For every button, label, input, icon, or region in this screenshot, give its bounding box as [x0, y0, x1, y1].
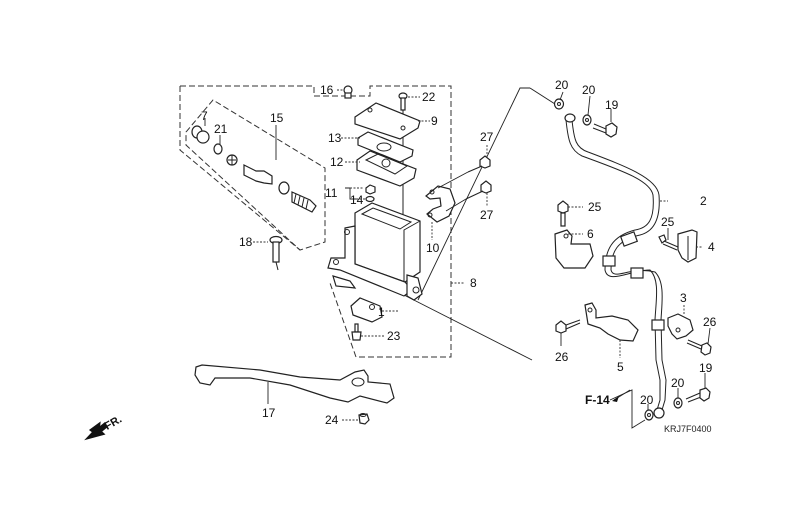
part-27-bolt-lower — [445, 180, 492, 212]
piston-kit-box — [185, 99, 326, 251]
diagram-code: KRJ7F0400 — [664, 424, 712, 434]
callout-20-d[interactable]: 20 — [640, 393, 654, 407]
part-11-nut — [365, 184, 376, 195]
callout-19-upper[interactable]: 19 — [605, 98, 619, 112]
part-14-washer — [365, 195, 375, 203]
callout-26-right[interactable]: 26 — [703, 315, 717, 329]
part-25-bolt-right — [658, 234, 679, 251]
part-24-pivot-nut — [358, 413, 370, 425]
part-16-screw — [343, 85, 353, 99]
part-5-bracket — [584, 302, 639, 342]
callout-6[interactable]: 6 — [587, 227, 594, 241]
piston — [243, 164, 273, 185]
callout-10[interactable]: 10 — [426, 241, 440, 255]
part-26-bolt-right — [686, 339, 712, 356]
callout-4[interactable]: 4 — [708, 240, 715, 254]
callout-15[interactable]: 15 — [270, 111, 284, 125]
callout-20-c[interactable]: 20 — [671, 376, 685, 390]
leader-lines — [204, 89, 711, 421]
part-7-boot — [191, 125, 210, 144]
part-21-seal — [213, 143, 223, 155]
callout-26-left[interactable]: 26 — [555, 350, 569, 364]
part-4-hose-guide — [677, 229, 698, 263]
callout-1[interactable]: 1 — [378, 305, 385, 319]
part-19-bolt-lower — [685, 387, 711, 403]
part-3-hose-clip — [667, 313, 694, 340]
part-20-washer-1 — [553, 98, 565, 110]
secondary-cup — [278, 181, 290, 195]
callout-labels: 1 2 3 4 5 6 7 8 9 10 11 12 13 14 15 16 1… — [201, 78, 717, 427]
part-12-diaphragm — [356, 150, 417, 187]
callout-9[interactable]: 9 — [431, 114, 438, 128]
callout-19-lower[interactable]: 19 — [699, 361, 713, 375]
master-cylinder-assembly-box — [179, 85, 452, 358]
part-20-washer-4 — [644, 409, 654, 421]
part-18-pivot-bolt — [269, 235, 283, 271]
part-23-screw — [351, 323, 362, 341]
callout-25-right[interactable]: 25 — [661, 215, 675, 229]
callout-25-left[interactable]: 25 — [588, 200, 602, 214]
part-8-master-cylinder-body — [327, 202, 423, 301]
part-17-brake-lever — [194, 364, 395, 404]
front-direction-indicator: FR. — [84, 413, 124, 441]
part-1-brake-switch — [350, 297, 383, 323]
reference-label[interactable]: F-14 — [585, 393, 610, 407]
callout-24[interactable]: 24 — [325, 413, 339, 427]
callout-11[interactable]: 11 — [325, 186, 338, 200]
callout-20-a[interactable]: 20 — [555, 78, 569, 92]
callout-8[interactable]: 8 — [470, 276, 477, 290]
part-9-reservoir-cap — [354, 102, 421, 140]
part-20-washer-2 — [582, 114, 592, 126]
callout-5[interactable]: 5 — [617, 360, 624, 374]
part-27-bolt-upper — [437, 155, 491, 189]
piston-cup — [226, 154, 238, 166]
part-6-hose-clamp — [554, 229, 594, 269]
callout-27-lower[interactable]: 27 — [480, 208, 494, 222]
hose-reference-line — [403, 87, 646, 429]
callout-12[interactable]: 12 — [330, 155, 344, 169]
callout-18[interactable]: 18 — [239, 235, 253, 249]
part-19-bolt-upper — [592, 122, 618, 138]
callout-17[interactable]: 17 — [262, 406, 276, 420]
part-26-bolt-left — [555, 319, 581, 334]
fr-label: FR. — [103, 413, 124, 432]
part-13-plate — [357, 131, 414, 163]
callout-22[interactable]: 22 — [422, 90, 436, 104]
part-10-holder-clamp — [425, 185, 456, 223]
part-20-washer-3 — [673, 397, 683, 409]
callout-7[interactable]: 7 — [201, 109, 208, 123]
callout-2[interactable]: 2 — [700, 194, 707, 208]
part-25-bolt-left — [557, 200, 569, 227]
callout-20-b[interactable]: 20 — [582, 83, 596, 97]
callout-14[interactable]: 14 — [350, 193, 364, 207]
part-2-brake-hose — [564, 113, 667, 419]
spring — [291, 191, 317, 213]
callout-27-upper[interactable]: 27 — [480, 130, 494, 144]
callout-21[interactable]: 21 — [214, 122, 228, 136]
reference-arrowhead-icon — [612, 396, 619, 402]
callout-23[interactable]: 23 — [387, 329, 401, 343]
callout-3[interactable]: 3 — [680, 291, 687, 305]
callout-16[interactable]: 16 — [320, 83, 334, 97]
callout-13[interactable]: 13 — [328, 131, 342, 145]
